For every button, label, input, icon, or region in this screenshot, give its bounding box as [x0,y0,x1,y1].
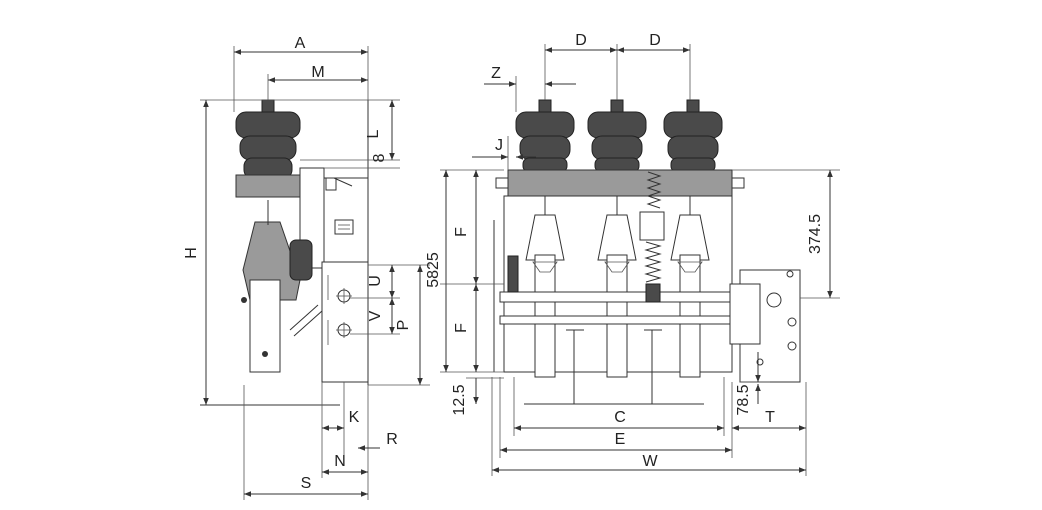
front-insulator-2 [587,99,647,173]
label-r: R [386,431,398,448]
label-e: E [615,431,626,448]
label-p: P [395,320,412,331]
label-8: 8 [371,153,388,162]
label-f1: F [453,227,470,237]
side-contact-arm [241,200,323,373]
front-view: D D Z J F F 5825 12.5 374.5 78.5 C [425,32,840,476]
label-374-5: 374.5 [807,214,824,254]
side-mechanism-box [321,261,369,383]
side-insulator [235,99,303,198]
label-m: M [311,64,324,81]
label-78-5: 78.5 [735,384,752,415]
front-left-spring [507,255,519,293]
label-f2: F [453,323,470,333]
label-w: W [642,453,658,470]
label-n: N [334,453,346,470]
front-fuse-block [639,211,665,241]
label-h: H [183,247,200,259]
label-j: J [495,137,503,154]
front-lower-shaft [499,315,741,325]
label-c: C [614,409,626,426]
label-s: S [301,475,312,492]
label-t: T [765,409,775,426]
side-view: A M L 8 H U V P K R N S [183,35,430,500]
front-insulator-3 [663,99,723,173]
front-main-shaft [499,291,741,303]
label-d2: D [649,32,661,49]
label-k: K [349,409,360,426]
label-12-5: 12.5 [451,384,468,415]
front-insulator-1 [515,99,575,173]
side-nameplate [334,219,354,235]
label-z: Z [491,65,501,82]
front-top-bar [507,169,733,197]
label-a: A [295,35,306,52]
label-u: U [367,275,384,287]
label-5825: 5825 [425,252,442,288]
front-spring [646,171,662,209]
label-d1: D [575,32,587,49]
label-l: L [365,129,382,138]
label-v: V [367,310,384,321]
